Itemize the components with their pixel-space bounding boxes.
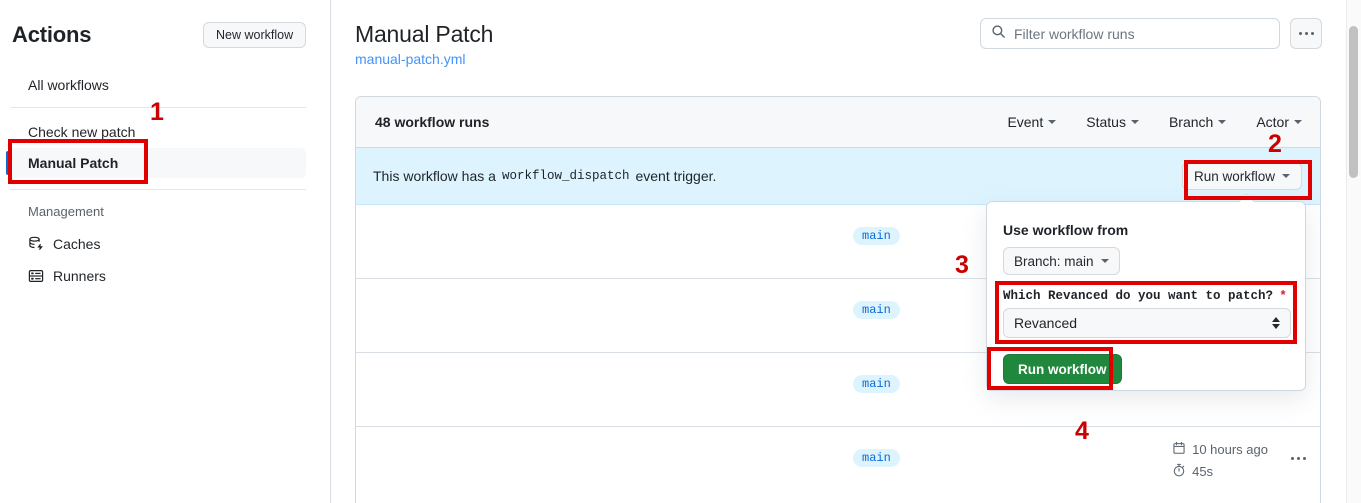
table-row[interactable]: main [356, 279, 1320, 353]
filter-label: Status [1086, 114, 1126, 130]
run-date: 10 hours ago [1172, 441, 1268, 458]
branch-badge[interactable]: main [853, 301, 900, 319]
runner-icon [28, 268, 44, 284]
run-workflow-label: Run workflow [1193, 168, 1275, 184]
chevron-down-icon [1048, 120, 1057, 124]
duration-text: 45s [1192, 464, 1214, 479]
filter-actor[interactable]: Actor [1256, 114, 1302, 130]
runs-header: 48 workflow runs Event Status Branch [356, 97, 1320, 148]
chevron-down-icon [1100, 259, 1109, 263]
chevron-down-icon [1282, 174, 1290, 178]
row-kebab-icon[interactable] [1291, 457, 1306, 460]
actions-sidebar: Actions New workflow All workflows Check… [0, 0, 330, 503]
filter-branch[interactable]: Branch [1168, 114, 1227, 130]
chevron-up-icon [1272, 317, 1280, 322]
runs-filters: Event Status Branch Actor [1007, 114, 1302, 130]
sidebar-item-label: Check new patch [28, 124, 136, 140]
table-row[interactable]: main [356, 205, 1320, 279]
revanced-select-value: Revanced [1014, 315, 1078, 331]
sidebar-divider-1 [10, 107, 306, 108]
sidebar-item-check-new-patch[interactable]: Check new patch [10, 117, 306, 147]
dot [1303, 457, 1306, 460]
panel-arrow [1239, 194, 1254, 202]
dispatch-event-code: workflow_dispatch [501, 169, 630, 183]
sidebar-item-runners[interactable]: Runners [10, 262, 306, 290]
run-workflow-panel: Use workflow from Branch: main Which Rev… [986, 201, 1306, 391]
use-workflow-from-label: Use workflow from [1003, 222, 1129, 238]
dispatch-text-before: This workflow has a [373, 168, 496, 184]
run-workflow-dropdown-button[interactable]: Run workflow [1181, 162, 1302, 190]
branch-selector-button[interactable]: Branch: main [1003, 247, 1120, 275]
runs-count-label: 48 workflow runs [375, 114, 490, 130]
sidebar-item-caches[interactable]: Caches [10, 230, 306, 258]
calendar-icon [1172, 441, 1186, 458]
dot [1304, 32, 1308, 35]
sidebar-item-all-workflows[interactable]: All workflows [10, 70, 306, 100]
new-workflow-button[interactable]: New workflow [203, 22, 307, 48]
chevron-down-icon [1130, 120, 1139, 124]
workflow-title: Manual Patch [355, 21, 494, 47]
cache-icon [28, 236, 44, 252]
sidebar-vertical-divider [330, 0, 331, 503]
run-duration: 45s [1172, 463, 1213, 480]
search-icon [991, 24, 1006, 44]
required-marker: * [1280, 288, 1286, 302]
run-meta: 10 hours ago 45s [1172, 441, 1268, 480]
sidebar-item-label: All workflows [28, 77, 109, 93]
filter-status[interactable]: Status [1086, 114, 1139, 130]
select-arrows-icon [1272, 317, 1280, 329]
main-content: Manual Patch manual-patch.yml 48 workflo… [331, 0, 1361, 503]
dot [1291, 457, 1294, 460]
dispatch-banner-text: This workflow has a workflow_dispatch ev… [373, 168, 716, 184]
chevron-down-icon [1272, 324, 1280, 329]
dot [1297, 457, 1300, 460]
filter-label: Branch [1168, 114, 1214, 130]
page-scrollbar-thumb[interactable] [1349, 26, 1358, 178]
branch-badge[interactable]: main [853, 375, 900, 393]
kebab-horizontal-icon[interactable] [1290, 18, 1322, 49]
workflow-file-link[interactable]: manual-patch.yml [355, 51, 466, 67]
new-workflow-label: New workflow [216, 28, 294, 42]
dot [1298, 32, 1302, 35]
filter-event[interactable]: Event [1007, 114, 1057, 130]
sidebar-divider-2 [10, 189, 306, 190]
search-input[interactable] [1014, 25, 1269, 42]
dot [1310, 32, 1314, 35]
branch-badge[interactable]: main [853, 449, 900, 467]
page-title-actions: Actions [12, 22, 92, 47]
run-workflow-submit-label: Run workflow [1018, 361, 1107, 377]
sidebar-item-label: Manual Patch [28, 155, 119, 171]
chevron-down-icon [1218, 120, 1227, 124]
revanced-select[interactable]: Revanced [1003, 308, 1291, 338]
date-text: 10 hours ago [1192, 442, 1268, 457]
branch-badge[interactable]: main [853, 227, 900, 245]
sidebar-section-management: Management [28, 204, 104, 219]
filter-label: Event [1007, 114, 1044, 130]
search-input-wrapper[interactable] [980, 18, 1280, 49]
input-label-text: Which Revanced do you want to patch? [1003, 289, 1274, 303]
input-field-label: Which Revanced do you want to patch? * [1003, 288, 1285, 303]
workflow-dispatch-banner: This workflow has a workflow_dispatch ev… [356, 148, 1320, 205]
sidebar-item-label: Caches [53, 236, 101, 252]
dispatch-text-after: event trigger. [635, 168, 717, 184]
table-row[interactable]: main 10 hours ago [356, 427, 1320, 501]
run-workflow-submit-button[interactable]: Run workflow [1003, 354, 1122, 384]
filter-label: Actor [1256, 114, 1289, 130]
sidebar-item-manual-patch[interactable]: Manual Patch [6, 148, 306, 178]
stopwatch-icon [1172, 463, 1186, 480]
branch-selector-label: Branch: main [1014, 253, 1094, 269]
chevron-down-icon [1294, 120, 1302, 124]
page-scrollbar-track[interactable] [1346, 0, 1361, 503]
sidebar-item-label: Runners [53, 268, 106, 284]
